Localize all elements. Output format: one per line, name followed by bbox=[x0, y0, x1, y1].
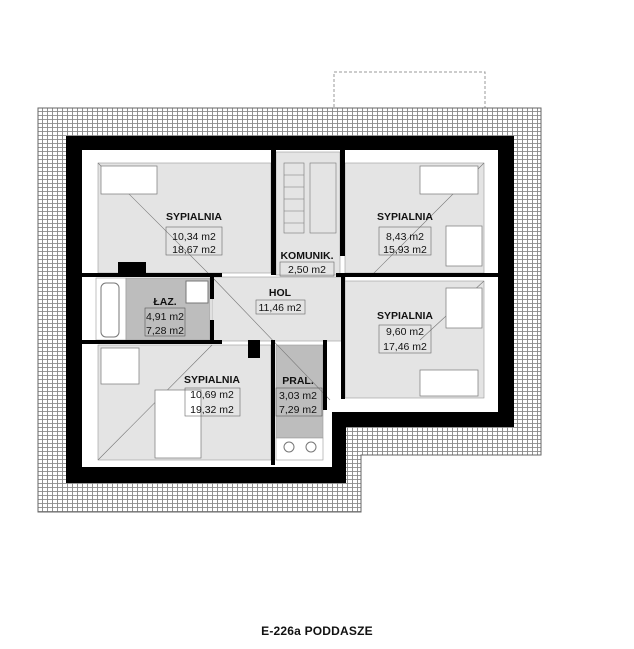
svg-text:18,67 m2: 18,67 m2 bbox=[172, 244, 216, 256]
svg-text:19,32 m2: 19,32 m2 bbox=[190, 404, 234, 416]
room-lazienka: ŁAZ. 4,91 m2 7,28 m2 bbox=[144, 296, 186, 337]
svg-text:SYPIALNIA: SYPIALNIA bbox=[184, 374, 240, 386]
room-komunikacja: KOMUNIK. 2,50 m2 bbox=[279, 250, 335, 277]
svg-text:PRAL.: PRAL. bbox=[282, 375, 314, 387]
room-pralnia: PRAL. 3,03 m2 7,29 m2 bbox=[275, 375, 323, 417]
room-sypialnia-right: SYPIALNIA 9,60 m2 17,46 m2 bbox=[377, 310, 433, 354]
svg-text:4,91 m2: 4,91 m2 bbox=[146, 311, 184, 323]
furniture bbox=[100, 165, 483, 459]
svg-text:ŁAZ.: ŁAZ. bbox=[153, 296, 176, 308]
svg-text:17,46 m2: 17,46 m2 bbox=[383, 341, 427, 353]
washing-machine bbox=[283, 441, 295, 453]
svg-text:15,93 m2: 15,93 m2 bbox=[383, 244, 427, 256]
staircase bbox=[283, 162, 337, 234]
room-sypialnia-top-right: SYPIALNIA 8,43 m2 15,93 m2 bbox=[377, 211, 433, 256]
svg-text:8,43 m2: 8,43 m2 bbox=[386, 231, 424, 243]
svg-text:11,46 m2: 11,46 m2 bbox=[259, 302, 302, 314]
svg-text:10,34 m2: 10,34 m2 bbox=[172, 231, 216, 243]
plan-caption: E-226a PODDASZE bbox=[261, 624, 373, 638]
svg-text:10,69 m2: 10,69 m2 bbox=[190, 389, 234, 401]
bathtub bbox=[100, 282, 120, 338]
svg-text:3,03 m2: 3,03 m2 bbox=[279, 390, 317, 402]
svg-text:7,28 m2: 7,28 m2 bbox=[146, 325, 184, 337]
svg-text:7,29 m2: 7,29 m2 bbox=[279, 404, 317, 416]
room-sypialnia-bottom-left: SYPIALNIA 10,69 m2 19,32 m2 bbox=[184, 374, 240, 417]
svg-text:SYPIALNIA: SYPIALNIA bbox=[377, 211, 433, 223]
shower bbox=[185, 280, 209, 304]
svg-text:HOL: HOL bbox=[269, 287, 292, 299]
svg-text:9,60 m2: 9,60 m2 bbox=[386, 326, 424, 338]
svg-text:SYPIALNIA: SYPIALNIA bbox=[166, 211, 222, 223]
room-sypialnia-top-left: SYPIALNIA 10,34 m2 18,67 m2 bbox=[165, 211, 222, 256]
room-hol: HOL 11,46 m2 bbox=[255, 287, 306, 315]
svg-text:SYPIALNIA: SYPIALNIA bbox=[377, 310, 433, 322]
svg-text:2,50 m2: 2,50 m2 bbox=[288, 264, 326, 276]
interior-walls bbox=[82, 150, 498, 465]
dryer bbox=[305, 441, 317, 453]
svg-text:KOMUNIK.: KOMUNIK. bbox=[280, 250, 333, 262]
